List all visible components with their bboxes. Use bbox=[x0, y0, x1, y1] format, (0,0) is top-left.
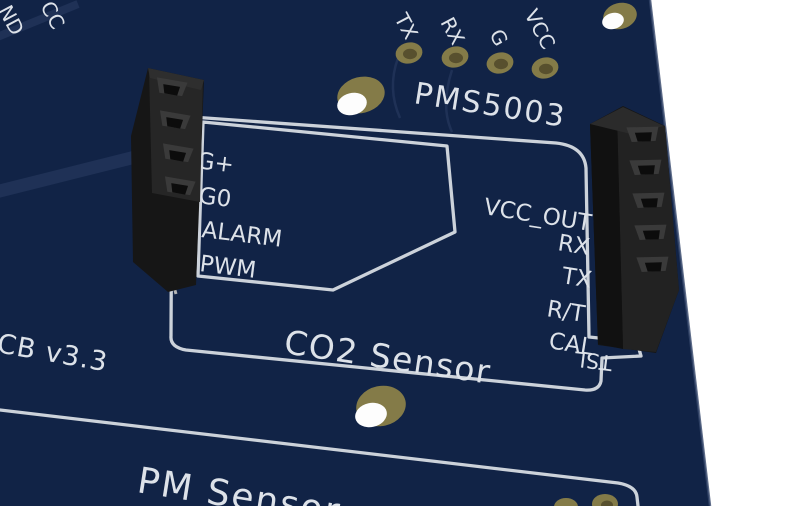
silkscreen-pm-box bbox=[0, 408, 640, 506]
board-edge bbox=[648, 0, 712, 506]
right-connector-left-face bbox=[590, 113, 623, 349]
pin-pad-center bbox=[539, 63, 553, 75]
co2-pin-label-rx: RX bbox=[556, 230, 592, 261]
silkscreen-lines bbox=[0, 114, 643, 506]
drill-hole bbox=[337, 92, 367, 116]
right-connector-sockets bbox=[626, 126, 669, 273]
silkscreen-module-outline bbox=[196, 120, 457, 292]
left-connector-sockets bbox=[156, 77, 196, 196]
drill-hole bbox=[355, 402, 387, 428]
pin-pad-center bbox=[494, 58, 508, 70]
copper-traces bbox=[0, 0, 454, 198]
left-connector-top-face bbox=[149, 69, 203, 202]
co2-pin-label-g0: G0 bbox=[197, 183, 232, 213]
pin-pad-center bbox=[601, 500, 613, 506]
pms5003-pads bbox=[395, 42, 613, 506]
drill-hole bbox=[602, 12, 624, 30]
co2-pin-label-tx: TX bbox=[559, 263, 594, 294]
rotated-silkscreen-label: TSL bbox=[573, 346, 615, 375]
pin-pad-center bbox=[403, 48, 417, 60]
pin-pad-center bbox=[449, 52, 463, 64]
silkscreen-co2-box bbox=[169, 114, 643, 392]
co2-pin-label-rt: R/T bbox=[545, 296, 587, 328]
mounting-holes bbox=[337, 2, 637, 506]
left-connector bbox=[131, 68, 204, 295]
left-connector-top-edge bbox=[148, 68, 204, 90]
co2-pin-label-gplus: G+ bbox=[195, 148, 235, 178]
right-connector bbox=[590, 106, 679, 353]
edge-pad bbox=[554, 498, 578, 506]
